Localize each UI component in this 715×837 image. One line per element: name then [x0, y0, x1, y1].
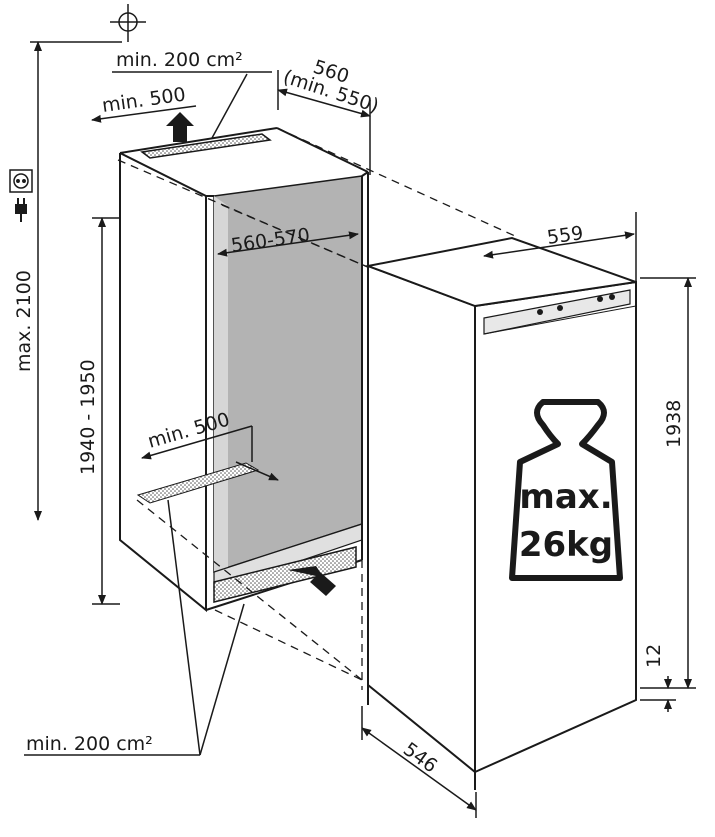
- control-panel: [483, 289, 631, 335]
- bottom-left-vent: [136, 462, 260, 504]
- top-vent-area-label: min. 200 cm²: [116, 49, 243, 71]
- top-clearance-label: min. 500: [101, 83, 187, 117]
- appliance-width-label: 559: [546, 222, 585, 249]
- dimension-lines: [24, 41, 696, 818]
- top-vent-opening: [140, 133, 272, 159]
- weight-line1: max.: [519, 477, 612, 517]
- appliance-height-label: 1938: [663, 400, 685, 448]
- power-socket-icon: [9, 169, 33, 193]
- total-height-label: max. 2100: [13, 270, 35, 372]
- niche-height-label: 1940 - 1950: [77, 359, 99, 475]
- airflow-arrow-icon: [166, 112, 336, 596]
- ground-symbol-icon: [110, 4, 146, 42]
- power-plug-icon: [15, 198, 27, 222]
- plinth-vent-grille: [213, 546, 357, 603]
- appliance-depth-label: 546: [399, 738, 441, 777]
- bottom-vent-area-label: min. 200 cm²: [26, 733, 153, 755]
- appliance-side: [367, 264, 476, 775]
- niche-cabinet: [119, 127, 369, 613]
- plinth-gap-label: 12: [643, 644, 665, 668]
- weight-icon: max. 26kg: [509, 399, 623, 581]
- weight-line2: 26kg: [519, 525, 613, 565]
